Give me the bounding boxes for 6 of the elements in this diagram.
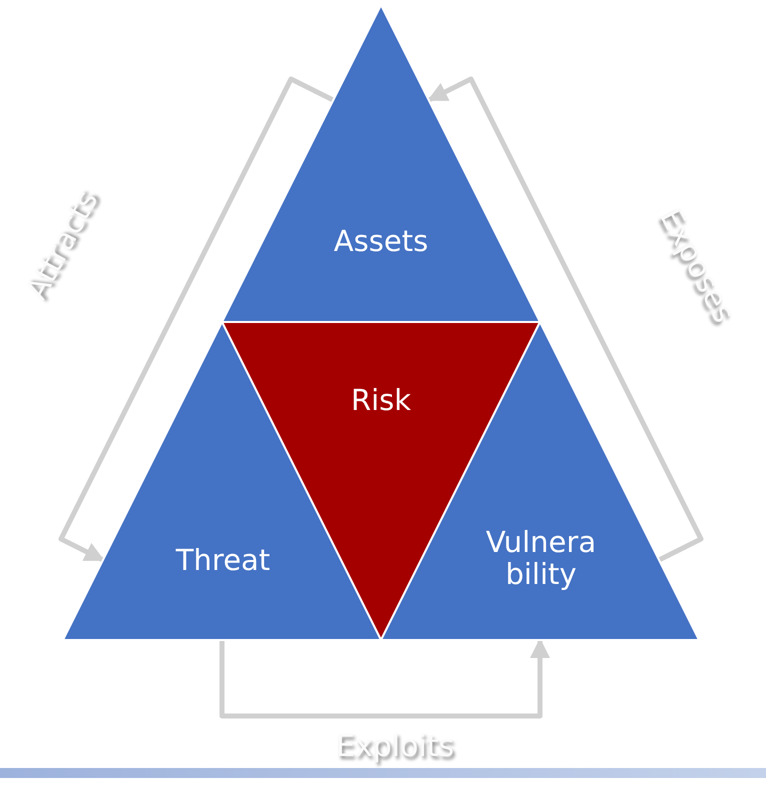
- node-label: Threat: [174, 544, 272, 576]
- node-label: Assets: [332, 225, 430, 257]
- node-label: Risk: [350, 384, 412, 416]
- arrow: [58, 76, 334, 562]
- node-label: Vulnera bility: [484, 526, 598, 590]
- arrow: [427, 76, 704, 562]
